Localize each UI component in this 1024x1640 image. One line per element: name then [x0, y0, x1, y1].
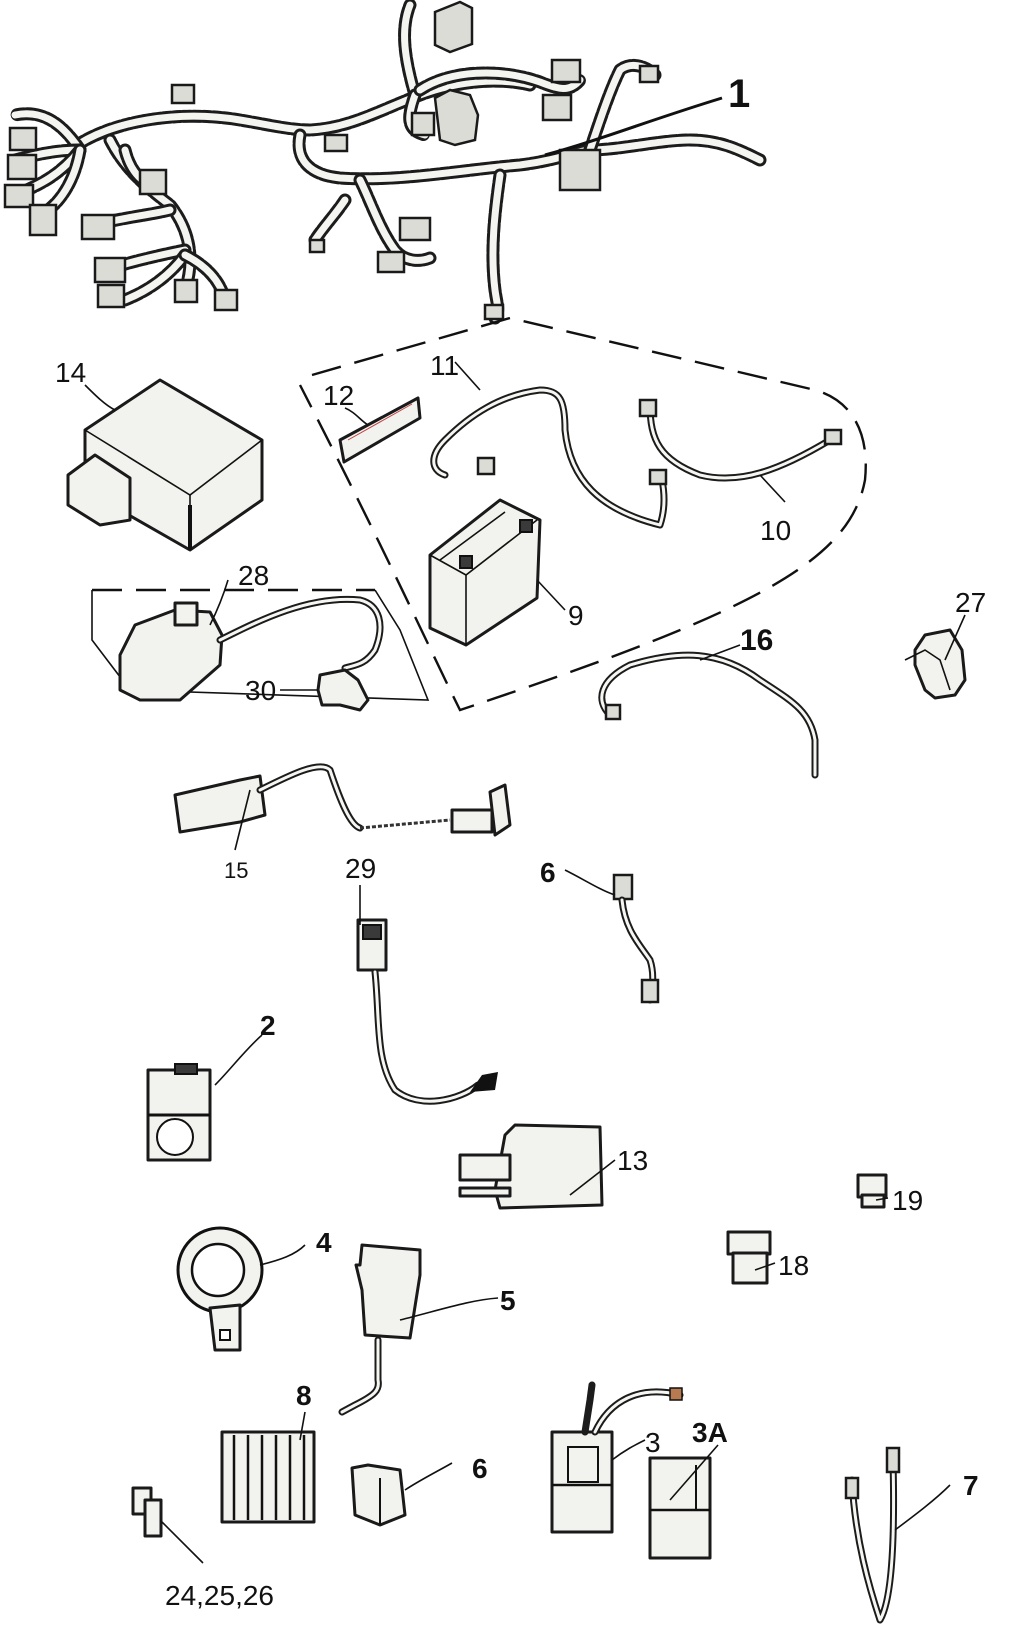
leader-line-1: [544, 96, 723, 157]
leader-line-3a: [669, 1444, 719, 1501]
callout-11: 11: [430, 350, 459, 381]
callout-1: 1: [728, 72, 750, 116]
leader-line-19: [875, 1197, 889, 1201]
spark-plug-cap-lead[interactable]: [173, 763, 512, 837]
callout-18: 18: [778, 1250, 809, 1281]
leader-line-28: [209, 579, 229, 626]
sensor-with-lead[interactable]: [338, 1243, 422, 1416]
battery[interactable]: [428, 498, 542, 647]
callout-13: 13: [617, 1145, 648, 1176]
control-unit-box[interactable]: [66, 378, 264, 552]
callout-7: 7: [963, 1470, 979, 1501]
leader-line-7: [894, 1484, 951, 1531]
leader-line-16: [699, 644, 741, 661]
leader-line-27: [944, 614, 966, 661]
ring-coil-sensor[interactable]: [176, 1226, 264, 1352]
leader-line-9: [536, 579, 566, 611]
callout-4: 4: [316, 1227, 332, 1258]
small-connector-18[interactable]: [726, 1230, 772, 1285]
callout-28: 28: [238, 560, 269, 591]
battery-cable-positive[interactable]: [430, 386, 668, 529]
callout-3a: 3A: [692, 1417, 728, 1448]
leader-line-14: [84, 384, 116, 411]
callout-9: 9: [568, 600, 584, 631]
leader-line-6-upper: [564, 869, 616, 896]
callout-15: 15: [224, 858, 248, 883]
callout-2: 2: [260, 1010, 276, 1041]
callout-19: 19: [892, 1185, 923, 1216]
leader-line-6-lower: [404, 1462, 453, 1491]
leader-line-4: [259, 1244, 306, 1266]
callout-3: 3: [645, 1427, 661, 1458]
leader-line-24-26: [159, 1519, 204, 1564]
sensor-switch-lead[interactable]: [356, 918, 498, 1105]
flasher-relay[interactable]: [458, 1123, 604, 1210]
ignition-coil[interactable]: [118, 595, 384, 702]
relay-3a[interactable]: [648, 1456, 712, 1560]
leader-line-3: [611, 1439, 646, 1461]
leader-line-13: [569, 1159, 616, 1196]
small-connector-19[interactable]: [856, 1173, 888, 1209]
leader-line-15: [234, 789, 251, 851]
callout-30: 30: [245, 675, 276, 706]
fuses[interactable]: [131, 1486, 163, 1538]
leader-line-10: [759, 474, 786, 503]
connector-lead-upper[interactable]: [612, 873, 660, 1004]
leader-line-5: [399, 1297, 499, 1321]
cable-clip[interactable]: [904, 628, 967, 700]
cable-loop[interactable]: [844, 1446, 901, 1624]
battery-cable-negative[interactable]: [638, 398, 843, 482]
leader-line-12: [344, 407, 369, 426]
leader-line-8: [299, 1411, 306, 1441]
leader-line-18: [754, 1262, 776, 1271]
battery-group-outline: [298, 316, 867, 712]
callout-24-25-26: 24,25,26: [165, 1580, 274, 1611]
callout-5: 5: [500, 1285, 516, 1316]
coil-group-outline: [91, 589, 430, 701]
callout-10: 10: [760, 515, 791, 546]
connector-lower[interactable]: [350, 1463, 407, 1527]
callout-8: 8: [296, 1380, 312, 1411]
callout-16: 16: [740, 624, 773, 657]
callout-14: 14: [55, 357, 86, 388]
battery-strap[interactable]: [338, 396, 422, 464]
callout-6-upper: 6: [540, 857, 556, 888]
callout-6-lower: 6: [472, 1453, 488, 1484]
relay-component[interactable]: [146, 1063, 212, 1162]
leader-line-11: [454, 361, 481, 391]
relay-with-leads[interactable]: [550, 1381, 684, 1534]
leader-line-2: [214, 1034, 263, 1086]
regulator-rectifier[interactable]: [220, 1430, 316, 1524]
main-wiring-harness[interactable]: [3, 0, 767, 325]
coil-connector[interactable]: [316, 668, 370, 712]
callout-27: 27: [955, 587, 986, 618]
callout-29: 29: [345, 853, 376, 884]
ground-cable[interactable]: [598, 651, 819, 779]
callout-12: 12: [323, 380, 354, 411]
